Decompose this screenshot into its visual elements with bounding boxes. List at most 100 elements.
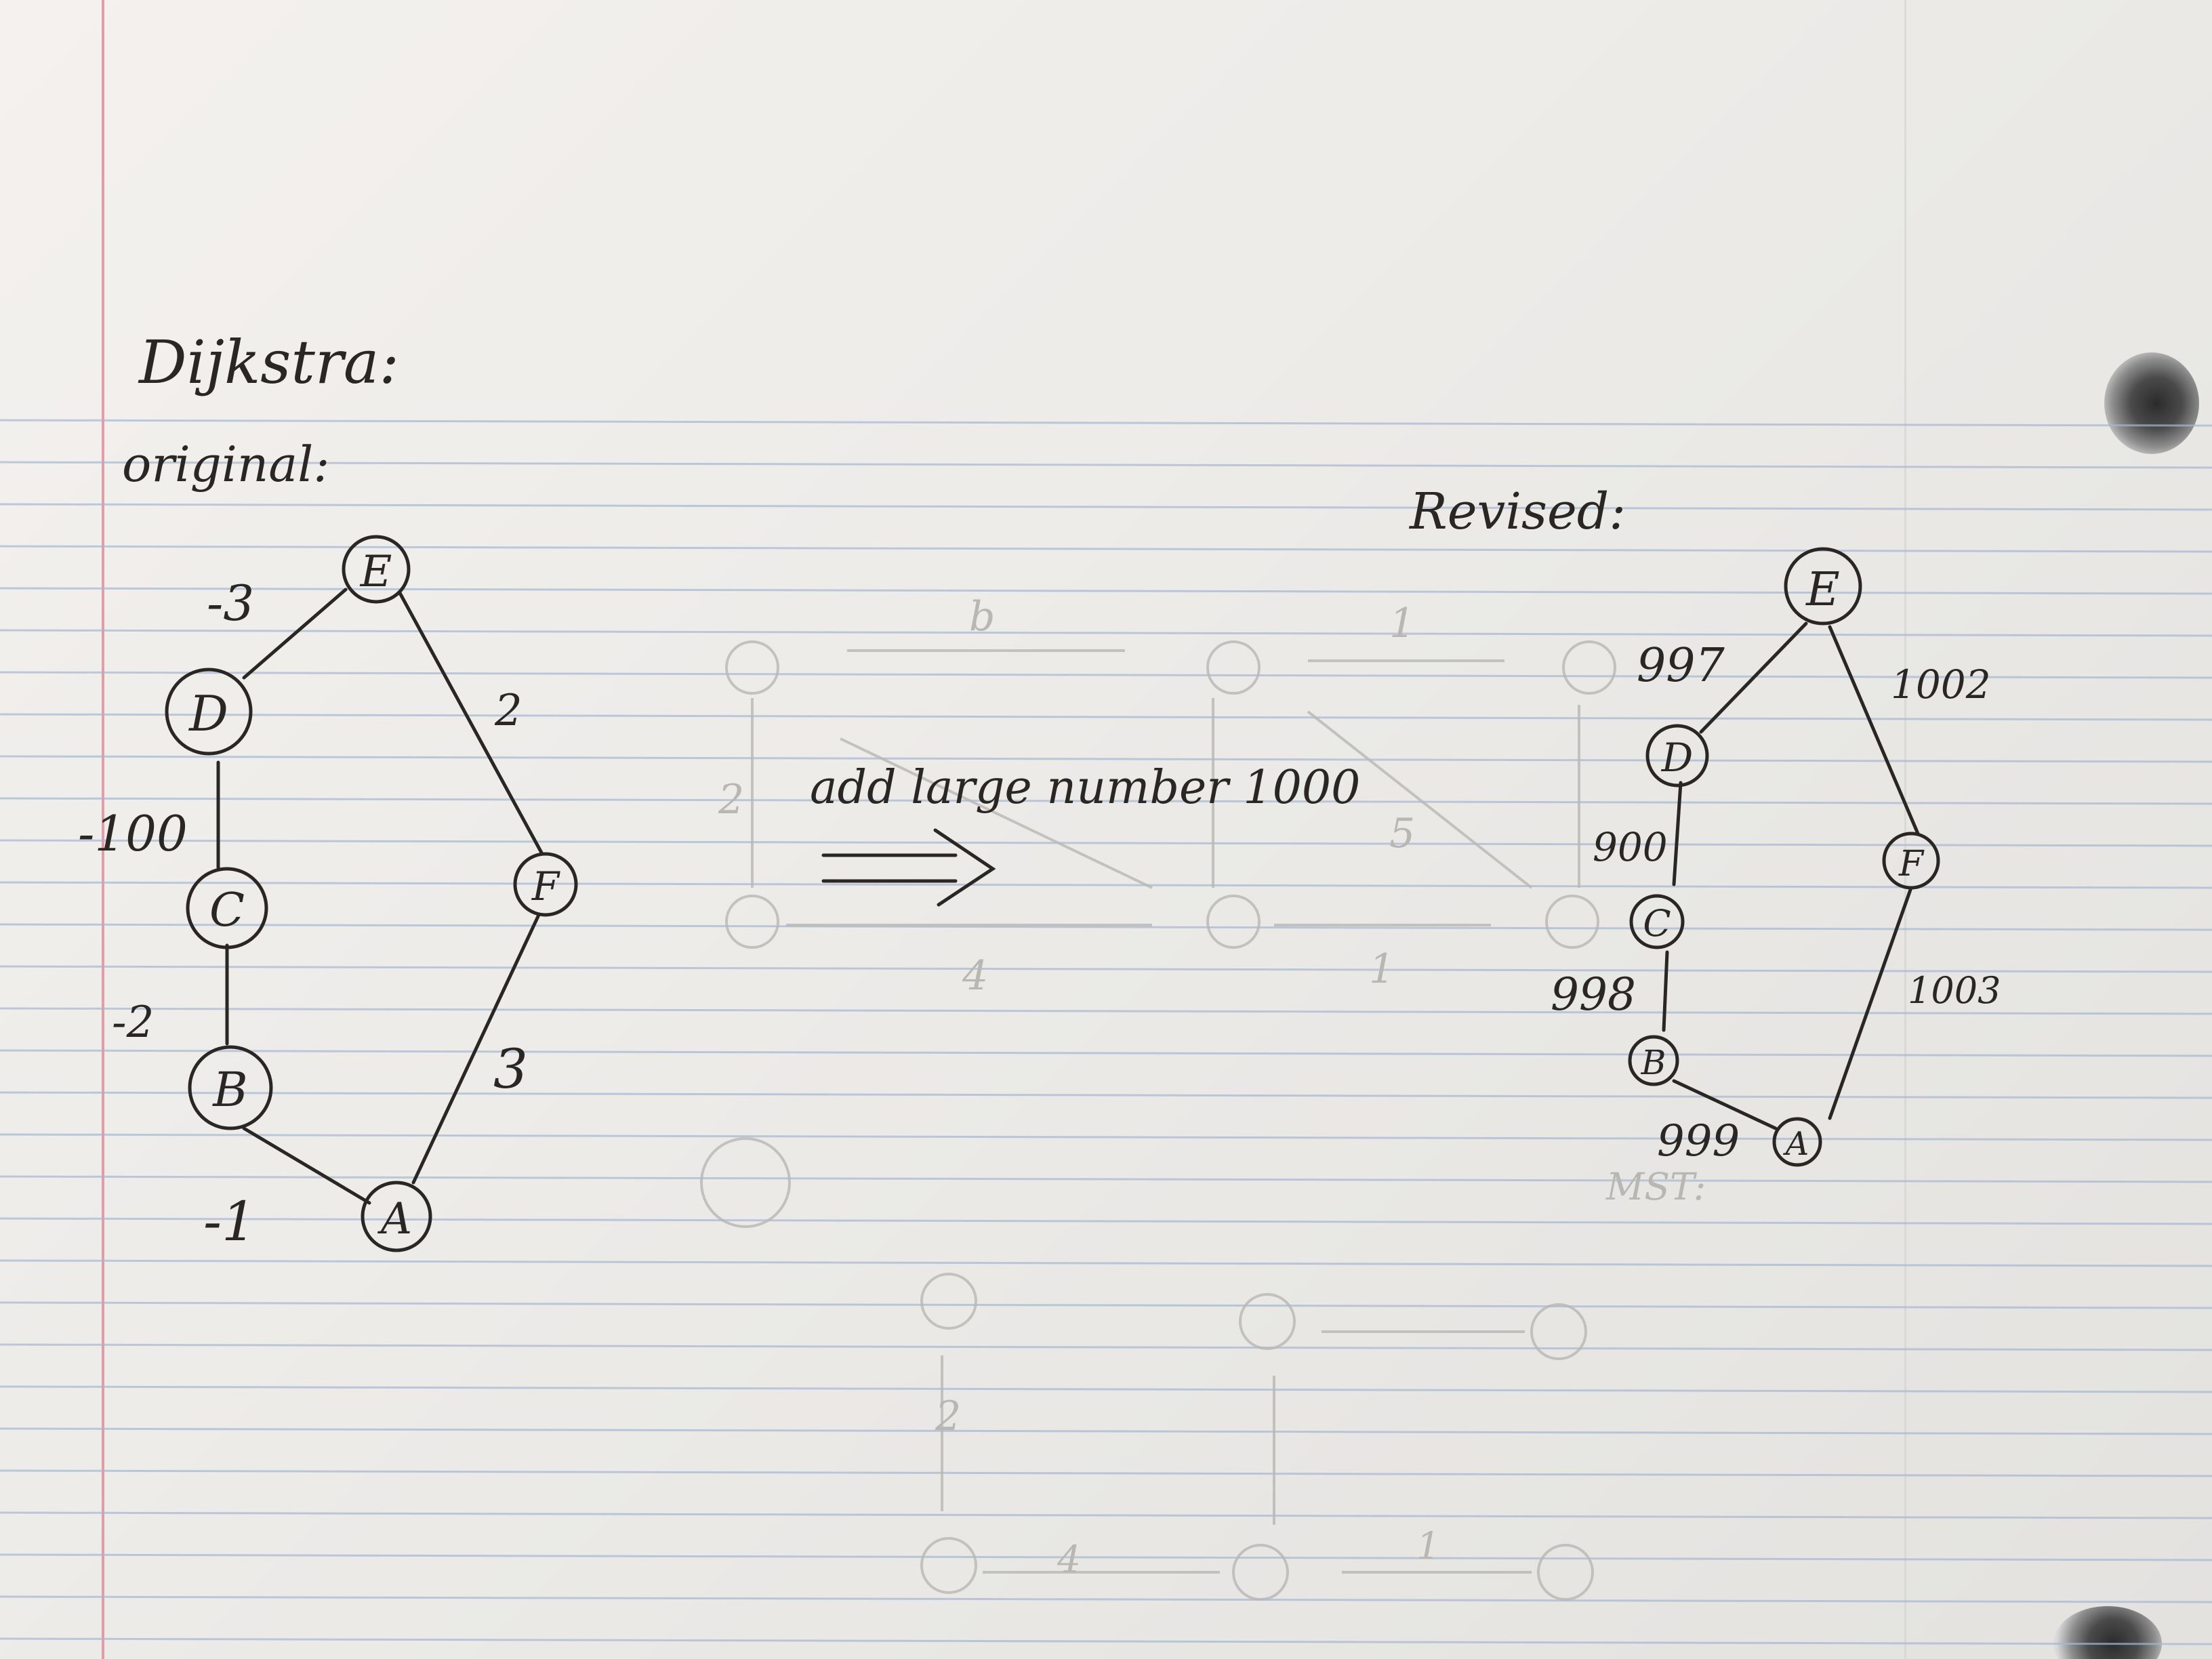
weight-E-F: 2: [494, 686, 523, 736]
ruled-lines: [0, 419, 2212, 1645]
ruled-line: [0, 461, 2212, 469]
svg-text:2: 2: [935, 1393, 961, 1440]
svg-text:5: 5: [1389, 810, 1415, 857]
ruled-line: [0, 587, 2212, 595]
ruled-line: [0, 1385, 2212, 1393]
ruled-line: [0, 1301, 2212, 1309]
ruled-line: [0, 923, 2212, 931]
node-C: C: [1629, 894, 1685, 949]
ruled-line: [0, 797, 2212, 805]
weight-F-A: 3: [493, 1038, 528, 1101]
transform-note: add large number 1000: [810, 761, 1360, 815]
svg-text:4: 4: [1057, 1538, 1081, 1581]
ruled-line: [0, 755, 2212, 763]
node-A: A: [361, 1181, 432, 1252]
node-D: D: [1645, 724, 1709, 787]
svg-text:E: E: [1805, 563, 1840, 617]
ruled-line: [0, 1175, 2212, 1183]
weight-C-B: 998: [1551, 968, 1636, 1021]
ruled-line: [0, 1427, 2212, 1435]
svg-text:C: C: [209, 884, 245, 937]
edge-E-D: [1699, 621, 1808, 734]
ruled-line: [0, 1133, 2212, 1141]
ruled-line: [0, 671, 2212, 679]
binder-hole-top: [2104, 352, 2199, 454]
node-E: E: [342, 535, 411, 604]
svg-text:F: F: [531, 863, 560, 909]
weight-B-A: 999: [1657, 1116, 1740, 1166]
edge-D-C: [1672, 781, 1683, 886]
weight-E-D: -3: [207, 575, 254, 632]
node-F: F: [1882, 832, 1940, 890]
node-A: A: [1772, 1117, 1822, 1167]
edge-F-A: [1828, 886, 1913, 1120]
ruled-line: [0, 1469, 2212, 1477]
svg-text:D: D: [1661, 735, 1694, 781]
svg-text:B: B: [211, 1062, 247, 1118]
edge-E-D: [242, 588, 348, 680]
node-B: B: [188, 1045, 273, 1130]
svg-text:D: D: [188, 685, 228, 742]
svg-text:A: A: [377, 1194, 412, 1244]
svg-text:2: 2: [718, 776, 744, 823]
svg-text:4: 4: [962, 952, 988, 1000]
weight-E-D: 997: [1637, 639, 1725, 693]
weight-C-B: -2: [112, 998, 154, 1048]
svg-text:B: B: [1641, 1043, 1666, 1082]
heading-dijkstra: Dijkstra:: [138, 327, 399, 397]
ruled-line: [0, 881, 2212, 889]
edge-B-A: [1672, 1079, 1778, 1130]
svg-text:1: 1: [1416, 1524, 1440, 1568]
ruled-line: [0, 1553, 2212, 1561]
ruled-line: [0, 1259, 2212, 1267]
label-revised: Revised:: [1408, 483, 1626, 541]
svg-text:MST:: MST:: [1605, 1165, 1706, 1208]
ruled-line: [0, 419, 2212, 427]
ruled-line: [0, 1049, 2212, 1057]
ruled-line: [0, 1595, 2212, 1603]
label-original: original:: [122, 436, 330, 493]
weight-D-C: -100: [78, 805, 188, 862]
edge-E-F: [1828, 625, 1920, 836]
margin-line: [102, 0, 104, 1659]
original-graph: E D C B A F -3 -100: [78, 535, 578, 1253]
svg-text:1: 1: [1389, 600, 1415, 647]
svg-text:E: E: [360, 547, 392, 597]
node-D: D: [165, 668, 253, 756]
edge-E-F: [398, 591, 544, 856]
svg-text:C: C: [1643, 902, 1671, 945]
weight-F-A: 1003: [1908, 969, 2001, 1012]
ruled-line: [0, 965, 2212, 973]
show-through-ghost-drawing: b 1 2 5 4 1 MST: 2 4 1: [700, 593, 1706, 1601]
ruled-line: [0, 503, 2212, 511]
ruled-line: [0, 839, 2212, 847]
node-E: E: [1784, 547, 1862, 626]
ruled-line: [0, 629, 2212, 637]
svg-text:F: F: [1898, 844, 1925, 884]
weight-D-C: 900: [1593, 824, 1668, 870]
svg-text:A: A: [1783, 1125, 1809, 1163]
ruled-line: [0, 1007, 2212, 1015]
node-B: B: [1628, 1035, 1679, 1086]
svg-text:1: 1: [1369, 945, 1395, 993]
ruled-line: [0, 1511, 2212, 1519]
edge-B-A: [242, 1126, 371, 1205]
ruled-line: [0, 1343, 2212, 1351]
weight-E-F: 1002: [1891, 661, 1991, 708]
edge-F-A: [411, 913, 541, 1185]
ruled-line: [0, 1091, 2212, 1099]
node-C: C: [186, 867, 268, 949]
faint-right-margin: [1904, 0, 1906, 1659]
ruled-line: [0, 1637, 2212, 1645]
ruled-line: [0, 1217, 2212, 1225]
weight-B-A: -1: [203, 1190, 256, 1253]
node-F: F: [513, 852, 578, 917]
edge-C-B: [1662, 950, 1669, 1032]
svg-text:b: b: [969, 593, 995, 640]
revised-graph: E D C B A F 997 900: [1551, 547, 2001, 1167]
double-arrow: [821, 828, 996, 907]
ruled-line: [0, 545, 2212, 553]
ruled-line: [0, 713, 2212, 721]
